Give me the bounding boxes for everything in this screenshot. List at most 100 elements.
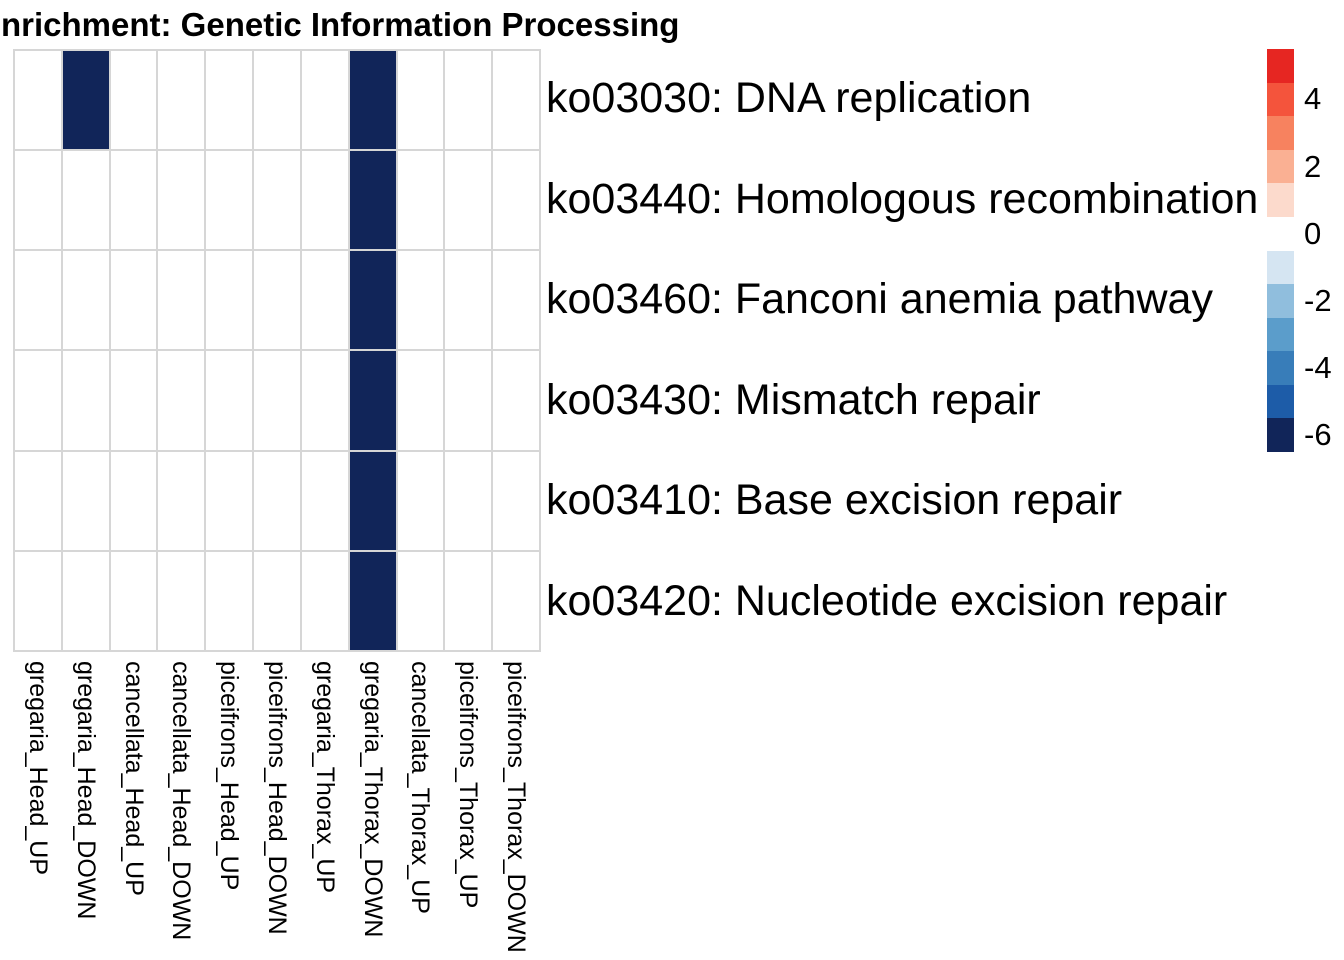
colorbar-tick-label: 4 (1304, 81, 1322, 117)
heatmap-cell (110, 251, 157, 350)
heatmap-cell (349, 451, 396, 550)
heatmap-cell (15, 351, 61, 450)
heatmap-cell (301, 251, 348, 350)
heatmap-cell (254, 251, 300, 350)
heatmap-cell (493, 551, 539, 650)
heatmap-cell (15, 451, 61, 550)
colorbar-block (1267, 149, 1294, 184)
y-axis-label: ko03420: Nucleotide excision repair (546, 576, 1228, 625)
heatmap-cell (301, 51, 348, 150)
heatmap-grid (13, 49, 541, 652)
y-axis-label: ko03430: Mismatch repair (546, 375, 1041, 424)
colorbar-block (1267, 351, 1294, 386)
heatmap-cell (62, 251, 109, 350)
colorbar-block (1267, 317, 1294, 352)
x-axis-label: piceifrons_Thorax_UP (454, 661, 483, 909)
colorbar-block (1267, 82, 1294, 117)
heatmap-cell (110, 51, 157, 150)
heatmap-cell (62, 51, 109, 150)
y-axis-label: ko03410: Base excision repair (546, 476, 1123, 525)
heatmap-cell (397, 351, 444, 450)
heatmap-cell (158, 251, 205, 350)
colorbar-block (1267, 183, 1294, 218)
heatmap-cell (445, 451, 492, 550)
colorbar-block (1267, 216, 1294, 251)
x-axis-label: piceifrons_Head_UP (215, 661, 244, 891)
colorbar-block (1267, 49, 1294, 84)
y-axis-label: ko03460: Fanconi anemia pathway (546, 275, 1213, 324)
heatmap-cell (110, 351, 157, 450)
heatmap-cell (254, 51, 300, 150)
y-axis-label: ko03030: DNA replication (546, 74, 1032, 123)
colorbar-block (1267, 250, 1294, 285)
colorbar-tick-label: -4 (1304, 350, 1332, 386)
heatmap-cell (206, 451, 253, 550)
x-axis-label: cancellata_Head_DOWN (167, 661, 196, 941)
chart-title: nrichment: Genetic Information Processin… (1, 6, 680, 43)
heatmap-cell (493, 451, 539, 550)
heatmap-cell (493, 351, 539, 450)
heatmap-cell (158, 351, 205, 450)
heatmap-cell (349, 51, 396, 150)
colorbar-block (1267, 384, 1294, 419)
heatmap-cell (301, 551, 348, 650)
heatmap-cell (493, 151, 539, 250)
heatmap-cell (15, 251, 61, 350)
heatmap-cell (15, 51, 61, 150)
heatmap-cell (110, 151, 157, 250)
heatmap-cell (397, 251, 444, 350)
heatmap-cell (206, 551, 253, 650)
heatmap-cell (445, 251, 492, 350)
colorbar-tick-label: 0 (1304, 215, 1322, 251)
heatmap-cell (206, 351, 253, 450)
heatmap-cell (206, 251, 253, 350)
heatmap-cell (301, 151, 348, 250)
heatmap-cell (301, 451, 348, 550)
heatmap-cell (397, 551, 444, 650)
x-axis-label: piceifrons_Thorax_DOWN (502, 661, 531, 953)
heatmap-cell (445, 151, 492, 250)
colorbar-tick-label: 2 (1304, 148, 1322, 184)
heatmap-cell (158, 51, 205, 150)
x-axis-label: gregaria_Head_UP (23, 661, 52, 876)
heatmap-cell (15, 151, 61, 250)
heatmap-cell (445, 351, 492, 450)
colorbar-tick-label: -2 (1304, 282, 1332, 318)
heatmap-cell (110, 451, 157, 550)
heatmap-cell (206, 51, 253, 150)
x-axis-label: cancellata_Head_UP (119, 661, 148, 896)
heatmap-cell (254, 351, 300, 450)
heatmap-cell (158, 551, 205, 650)
heatmap-cell (15, 551, 61, 650)
heatmap-cell (62, 151, 109, 250)
heatmap-cell (301, 351, 348, 450)
heatmap-cell (206, 151, 253, 250)
heatmap-cell (254, 551, 300, 650)
heatmap-cell (349, 151, 396, 250)
colorbar-block (1267, 116, 1294, 151)
heatmap-cell (110, 551, 157, 650)
heatmap-cell (397, 451, 444, 550)
x-axis-label: gregaria_Head_DOWN (71, 661, 100, 920)
heatmap-cell (445, 551, 492, 650)
heatmap-cell (349, 351, 396, 450)
colorbar-block (1267, 284, 1294, 319)
heatmap-cell (349, 251, 396, 350)
colorbar-block (1267, 418, 1294, 453)
heatmap-cell (397, 51, 444, 150)
heatmap-cell (493, 251, 539, 350)
x-axis-label: gregaria_Thorax_UP (310, 661, 339, 894)
heatmap-cell (397, 151, 444, 250)
heatmap-cell (493, 51, 539, 150)
heatmap-cell (349, 551, 396, 650)
heatmap-cell (158, 451, 205, 550)
heatmap-cell (62, 551, 109, 650)
x-axis-label: cancellata_Thorax_UP (406, 661, 435, 914)
heatmap-cell (62, 351, 109, 450)
y-axis-label: ko03440: Homologous recombination (546, 174, 1259, 223)
colorbar-tick-label: -6 (1304, 417, 1332, 453)
x-axis-label: piceifrons_Head_DOWN (263, 661, 291, 935)
heatmap-cell (254, 151, 300, 250)
heatmap-cell (158, 151, 205, 250)
